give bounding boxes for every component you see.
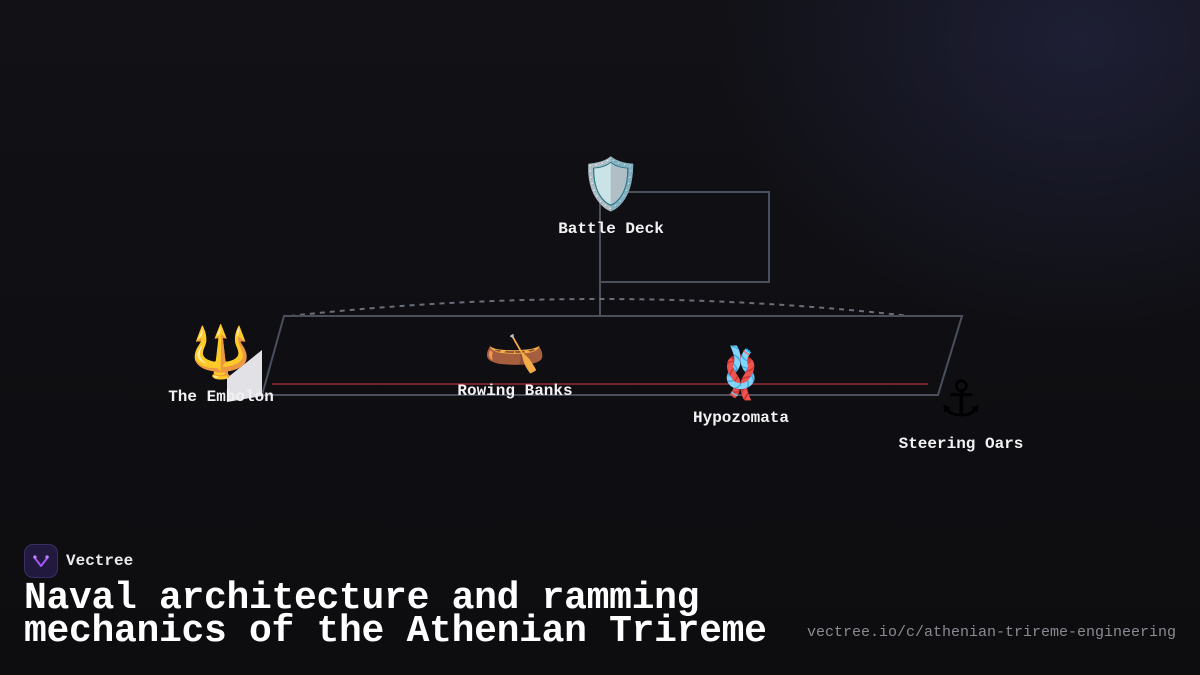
embolon-label: The Embolon (168, 388, 274, 406)
vectree-logo-icon (24, 544, 58, 578)
node-battle-deck: 🛡️ Battle Deck (558, 156, 664, 238)
deck-structure (599, 191, 770, 283)
ram-shape (227, 350, 262, 402)
canoe-icon: 🛶 (483, 317, 547, 375)
anchor-icon: ⚓ (938, 370, 984, 428)
knot-icon: 🪢 (709, 344, 773, 402)
node-rowing-banks: 🛶 Rowing Banks (457, 318, 572, 400)
shield-icon: 🛡️ (579, 155, 643, 213)
source-url[interactable]: vectree.io/c/athenian-trireme-engineerin… (806, 624, 1176, 641)
steering-oars-label: Steering Oars (898, 435, 1024, 453)
node-hypozomata: 🪢 Hypozomata (693, 345, 789, 427)
dashed-arc (289, 298, 911, 317)
page-title: Naval architecture and ramming mechanics… (24, 577, 767, 653)
brand-name: Vectree (66, 552, 134, 570)
hypozomata-label: Hypozomata (692, 409, 790, 427)
battle-deck-label: Battle Deck (558, 220, 664, 238)
brand[interactable]: Vectree (24, 544, 133, 578)
node-embolon: 🔱 The Embolon (168, 324, 274, 406)
hull-outline (260, 315, 964, 396)
node-steering-oars: ⚓ Steering Oars (899, 371, 1024, 453)
trident-icon: 🔱 (189, 323, 253, 381)
rowing-banks-label: Rowing Banks (457, 382, 573, 400)
